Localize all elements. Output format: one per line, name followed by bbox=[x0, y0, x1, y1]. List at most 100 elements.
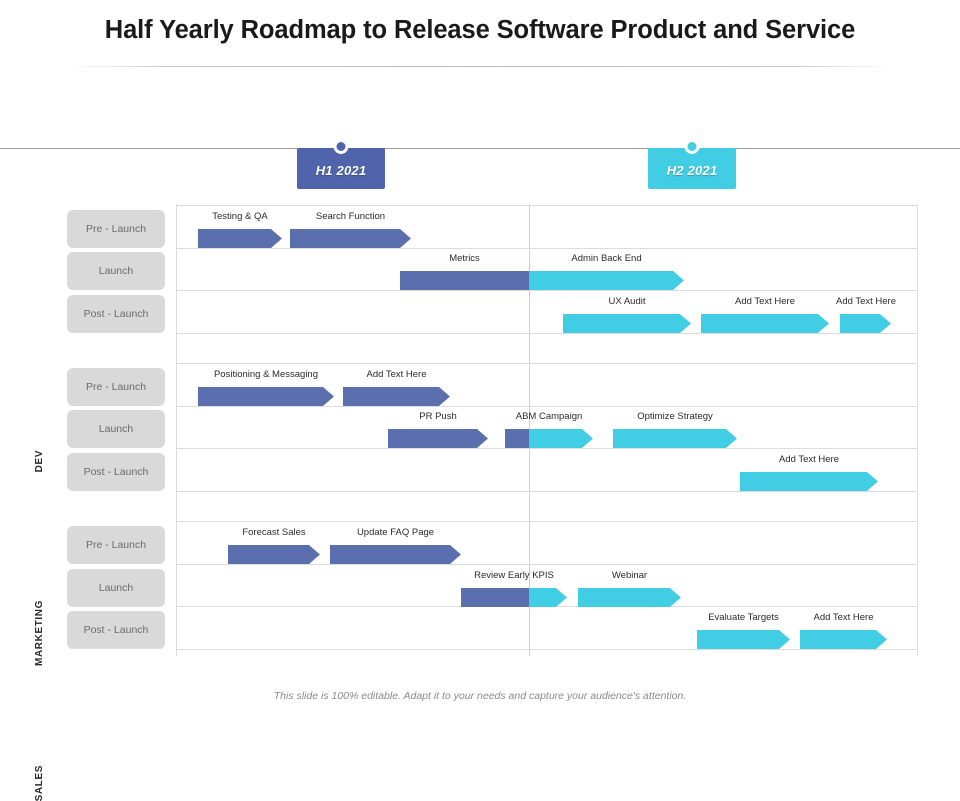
task-bar-label: Add Text Here bbox=[813, 612, 874, 623]
task-bar-label: Forecast Sales bbox=[242, 527, 306, 538]
grid-line-right bbox=[917, 204, 918, 656]
milestone-h2-2021[interactable]: H2 2021 bbox=[648, 139, 736, 189]
phase-chip-label: Post - Launch bbox=[83, 624, 149, 636]
footer-note: This slide is 100% editable. Adapt it to… bbox=[273, 690, 687, 702]
phase-chip-dev-post-launch[interactable]: Post - Launch bbox=[67, 295, 165, 333]
milestone-h2-label: H2 2021 bbox=[666, 163, 718, 178]
grid-row-line bbox=[176, 448, 918, 449]
phase-chip-sales-post-launch[interactable]: Post - Launch bbox=[67, 611, 165, 649]
grid-row-line bbox=[176, 564, 918, 565]
task-bar-label: Review Early KPIS bbox=[474, 570, 554, 581]
bar-segment bbox=[800, 630, 887, 649]
task-bar-label: Update FAQ Page bbox=[356, 527, 435, 538]
task-bar-label: Search Function bbox=[315, 211, 386, 222]
task-bar-review-early-kpis[interactable]: Review Early KPIS bbox=[461, 570, 567, 607]
milestone-h1-2021[interactable]: H1 2021 bbox=[297, 139, 385, 189]
task-bar-label: Optimize Strategy bbox=[637, 411, 713, 422]
milestone-dot-icon bbox=[333, 139, 349, 154]
milestone-dot-icon bbox=[684, 139, 700, 154]
task-bar-update-faq-page[interactable]: Update FAQ Page bbox=[330, 527, 461, 564]
task-bar-label: Testing & QA bbox=[212, 211, 268, 222]
slide-canvas: Half Yearly Roadmap to Release Software … bbox=[0, 16, 960, 801]
task-bar-webinar[interactable]: Webinar bbox=[578, 570, 681, 607]
task-bar-dev-post-add-text-2[interactable]: Add Text Here bbox=[836, 296, 896, 333]
bar-segment-lead bbox=[461, 588, 529, 607]
grid-row-line bbox=[176, 290, 918, 291]
roadmap-chart: DEV Pre - Launch Launch Post - Launch Te… bbox=[0, 200, 960, 801]
phase-chip-label: Launch bbox=[98, 582, 134, 594]
grid-line-h1 bbox=[176, 204, 177, 656]
bar-segment bbox=[330, 545, 461, 564]
milestone-h1-label: H1 2021 bbox=[315, 163, 367, 178]
grid-row-line bbox=[176, 205, 918, 206]
phase-chip-sales-pre-launch[interactable]: Pre - Launch bbox=[67, 526, 165, 564]
title-divider bbox=[68, 66, 892, 67]
phase-chip-marketing-post-launch[interactable]: Post - Launch bbox=[67, 453, 165, 491]
grid-row-line bbox=[176, 248, 918, 249]
task-bar-label: Add Text Here bbox=[366, 369, 427, 380]
bar-segment bbox=[529, 271, 684, 290]
title-area: Half Yearly Roadmap to Release Software … bbox=[0, 16, 960, 45]
task-bar-sales-post-add-text[interactable]: Add Text Here bbox=[800, 612, 887, 649]
phase-chip-label: Launch bbox=[98, 265, 134, 277]
bar-segment bbox=[228, 545, 320, 564]
bar-segment bbox=[290, 229, 411, 248]
task-bar-label: Add Text Here bbox=[734, 296, 796, 307]
page-title: Half Yearly Roadmap to Release Software … bbox=[104, 16, 856, 44]
bar-segment bbox=[198, 387, 334, 406]
task-bar-abm-campaign[interactable]: ABM Campaign bbox=[505, 411, 593, 448]
task-bar-label: Admin Back End bbox=[571, 253, 642, 264]
bar-segment bbox=[343, 387, 450, 406]
phase-chip-dev-pre-launch[interactable]: Pre - Launch bbox=[67, 210, 165, 248]
bar-segment bbox=[578, 588, 681, 607]
phase-chip-label: Launch bbox=[98, 423, 134, 435]
bar-segment bbox=[529, 429, 593, 448]
bar-segment bbox=[388, 429, 488, 448]
phase-chip-label: Post - Launch bbox=[83, 466, 149, 478]
lane-title-dev: DEV bbox=[34, 450, 45, 473]
bar-segment bbox=[198, 229, 282, 248]
bar-segment bbox=[740, 472, 878, 491]
task-bar-testing-qa[interactable]: Testing & QA bbox=[198, 211, 282, 248]
phase-chip-label: Pre - Launch bbox=[85, 539, 147, 551]
lane-title-marketing: MARKETING bbox=[34, 600, 45, 666]
grid-row-line bbox=[176, 333, 918, 334]
task-bar-label: PR Push bbox=[419, 411, 457, 422]
task-bar-forecast-sales[interactable]: Forecast Sales bbox=[228, 527, 320, 564]
task-bar-marketing-pre-add-text[interactable]: Add Text Here bbox=[343, 369, 450, 406]
grid-row-line bbox=[176, 521, 918, 522]
bar-segment bbox=[563, 314, 691, 333]
task-bar-evaluate-targets[interactable]: Evaluate Targets bbox=[697, 612, 790, 649]
phase-chip-label: Pre - Launch bbox=[85, 381, 147, 393]
bar-segment bbox=[840, 314, 891, 333]
task-bar-label: Evaluate Targets bbox=[708, 612, 779, 623]
phase-chip-label: Post - Launch bbox=[83, 308, 149, 320]
task-bar-label: ABM Campaign bbox=[515, 411, 583, 422]
phase-chip-sales-launch[interactable]: Launch bbox=[67, 569, 165, 607]
bar-segment bbox=[613, 429, 737, 448]
task-bar-marketing-post-add-text[interactable]: Add Text Here bbox=[740, 454, 878, 491]
grid-row-line bbox=[176, 491, 918, 492]
phase-chip-label: Pre - Launch bbox=[85, 223, 147, 235]
bar-segment bbox=[529, 588, 567, 607]
task-bar-label: Add Text Here bbox=[835, 296, 897, 307]
bar-segment bbox=[701, 314, 829, 333]
task-bar-search-function[interactable]: Search Function bbox=[290, 211, 411, 248]
task-bar-positioning-messaging[interactable]: Positioning & Messaging bbox=[198, 369, 334, 406]
phase-chip-marketing-launch[interactable]: Launch bbox=[67, 410, 165, 448]
task-bar-ux-audit[interactable]: UX Audit bbox=[563, 296, 691, 333]
task-bar-metrics[interactable]: Metrics bbox=[400, 253, 529, 290]
task-bar-dev-post-add-text-1[interactable]: Add Text Here bbox=[701, 296, 829, 333]
phase-chip-marketing-pre-launch[interactable]: Pre - Launch bbox=[67, 368, 165, 406]
task-bar-optimize-strategy[interactable]: Optimize Strategy bbox=[613, 411, 737, 448]
phase-chip-dev-launch[interactable]: Launch bbox=[67, 252, 165, 290]
bar-segment bbox=[697, 630, 790, 649]
bar-segment-lead bbox=[505, 429, 529, 448]
task-bar-label: Metrics bbox=[449, 253, 480, 264]
bar-segment bbox=[400, 271, 529, 290]
task-bar-label: Positioning & Messaging bbox=[213, 369, 319, 380]
timeline-axis bbox=[0, 148, 960, 149]
task-bar-pr-push[interactable]: PR Push bbox=[388, 411, 488, 448]
task-bar-admin-back-end[interactable]: Admin Back End bbox=[529, 253, 684, 290]
lane-title-sales: SALES bbox=[34, 765, 45, 801]
